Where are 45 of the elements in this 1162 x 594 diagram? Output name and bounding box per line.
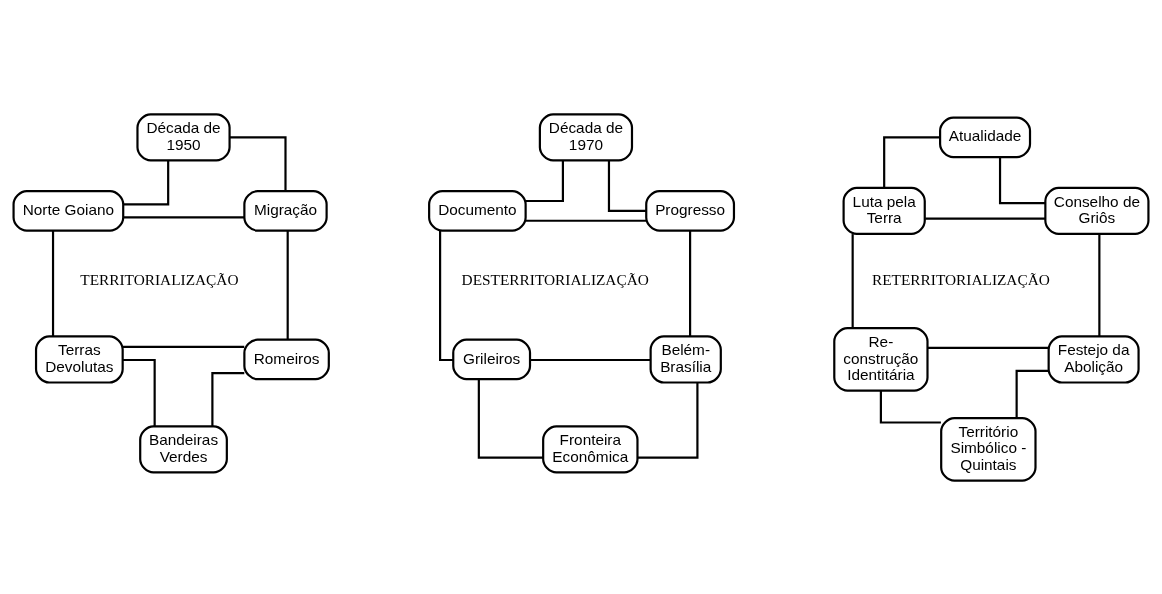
connector (122, 345, 245, 348)
node-box: Grileiros (452, 338, 532, 380)
connector (286, 230, 289, 339)
node-box: Luta pela Terra (842, 186, 926, 235)
connector (525, 219, 646, 222)
connector (607, 160, 647, 212)
connector (637, 382, 699, 459)
connector (530, 358, 651, 361)
node-box: Década de 1950 (136, 112, 231, 162)
connector (998, 156, 1046, 204)
connector (883, 135, 940, 188)
node-box: Re- construção Identitária (833, 326, 929, 392)
node-box: Terras Devolutas (34, 334, 124, 384)
node-box: Atualidade (939, 116, 1032, 158)
node-box: Fronteira Econômica (542, 424, 639, 473)
node-box: Território Simbólico - Quintais (940, 416, 1037, 482)
connector (1098, 233, 1101, 336)
connector (1015, 369, 1049, 418)
node-box: Década de 1970 (538, 112, 634, 162)
label: TERRITORIALIZAÇÃO (80, 270, 239, 288)
connector (927, 346, 1049, 349)
connector (477, 378, 544, 459)
connector (525, 160, 564, 202)
node-box: Progresso (645, 189, 736, 232)
connector (439, 230, 454, 361)
connector (229, 135, 287, 191)
connector (211, 371, 245, 426)
label: RETERRITORIALIZAÇÃO (872, 270, 1050, 288)
connector (123, 160, 170, 205)
connector (123, 215, 245, 219)
node-box: Belém- Brasília (649, 334, 722, 384)
node-box: Documento (428, 189, 527, 232)
connector (51, 230, 55, 336)
connector (925, 216, 1046, 220)
node-box: Norte Goiano (12, 189, 125, 232)
connector (851, 233, 854, 328)
node-box: Conselho de Griôs (1044, 186, 1150, 235)
node-box: Romeiros (243, 338, 330, 380)
node-box: Migração (243, 189, 328, 232)
node-box: Bandeiras Verdes (139, 424, 228, 473)
connector (689, 230, 692, 336)
connector (879, 390, 941, 424)
node-box: Festejo da Abolição (1047, 334, 1140, 384)
label: DESTERRITORIALIZAÇÃO (461, 270, 649, 288)
connector (122, 358, 156, 426)
